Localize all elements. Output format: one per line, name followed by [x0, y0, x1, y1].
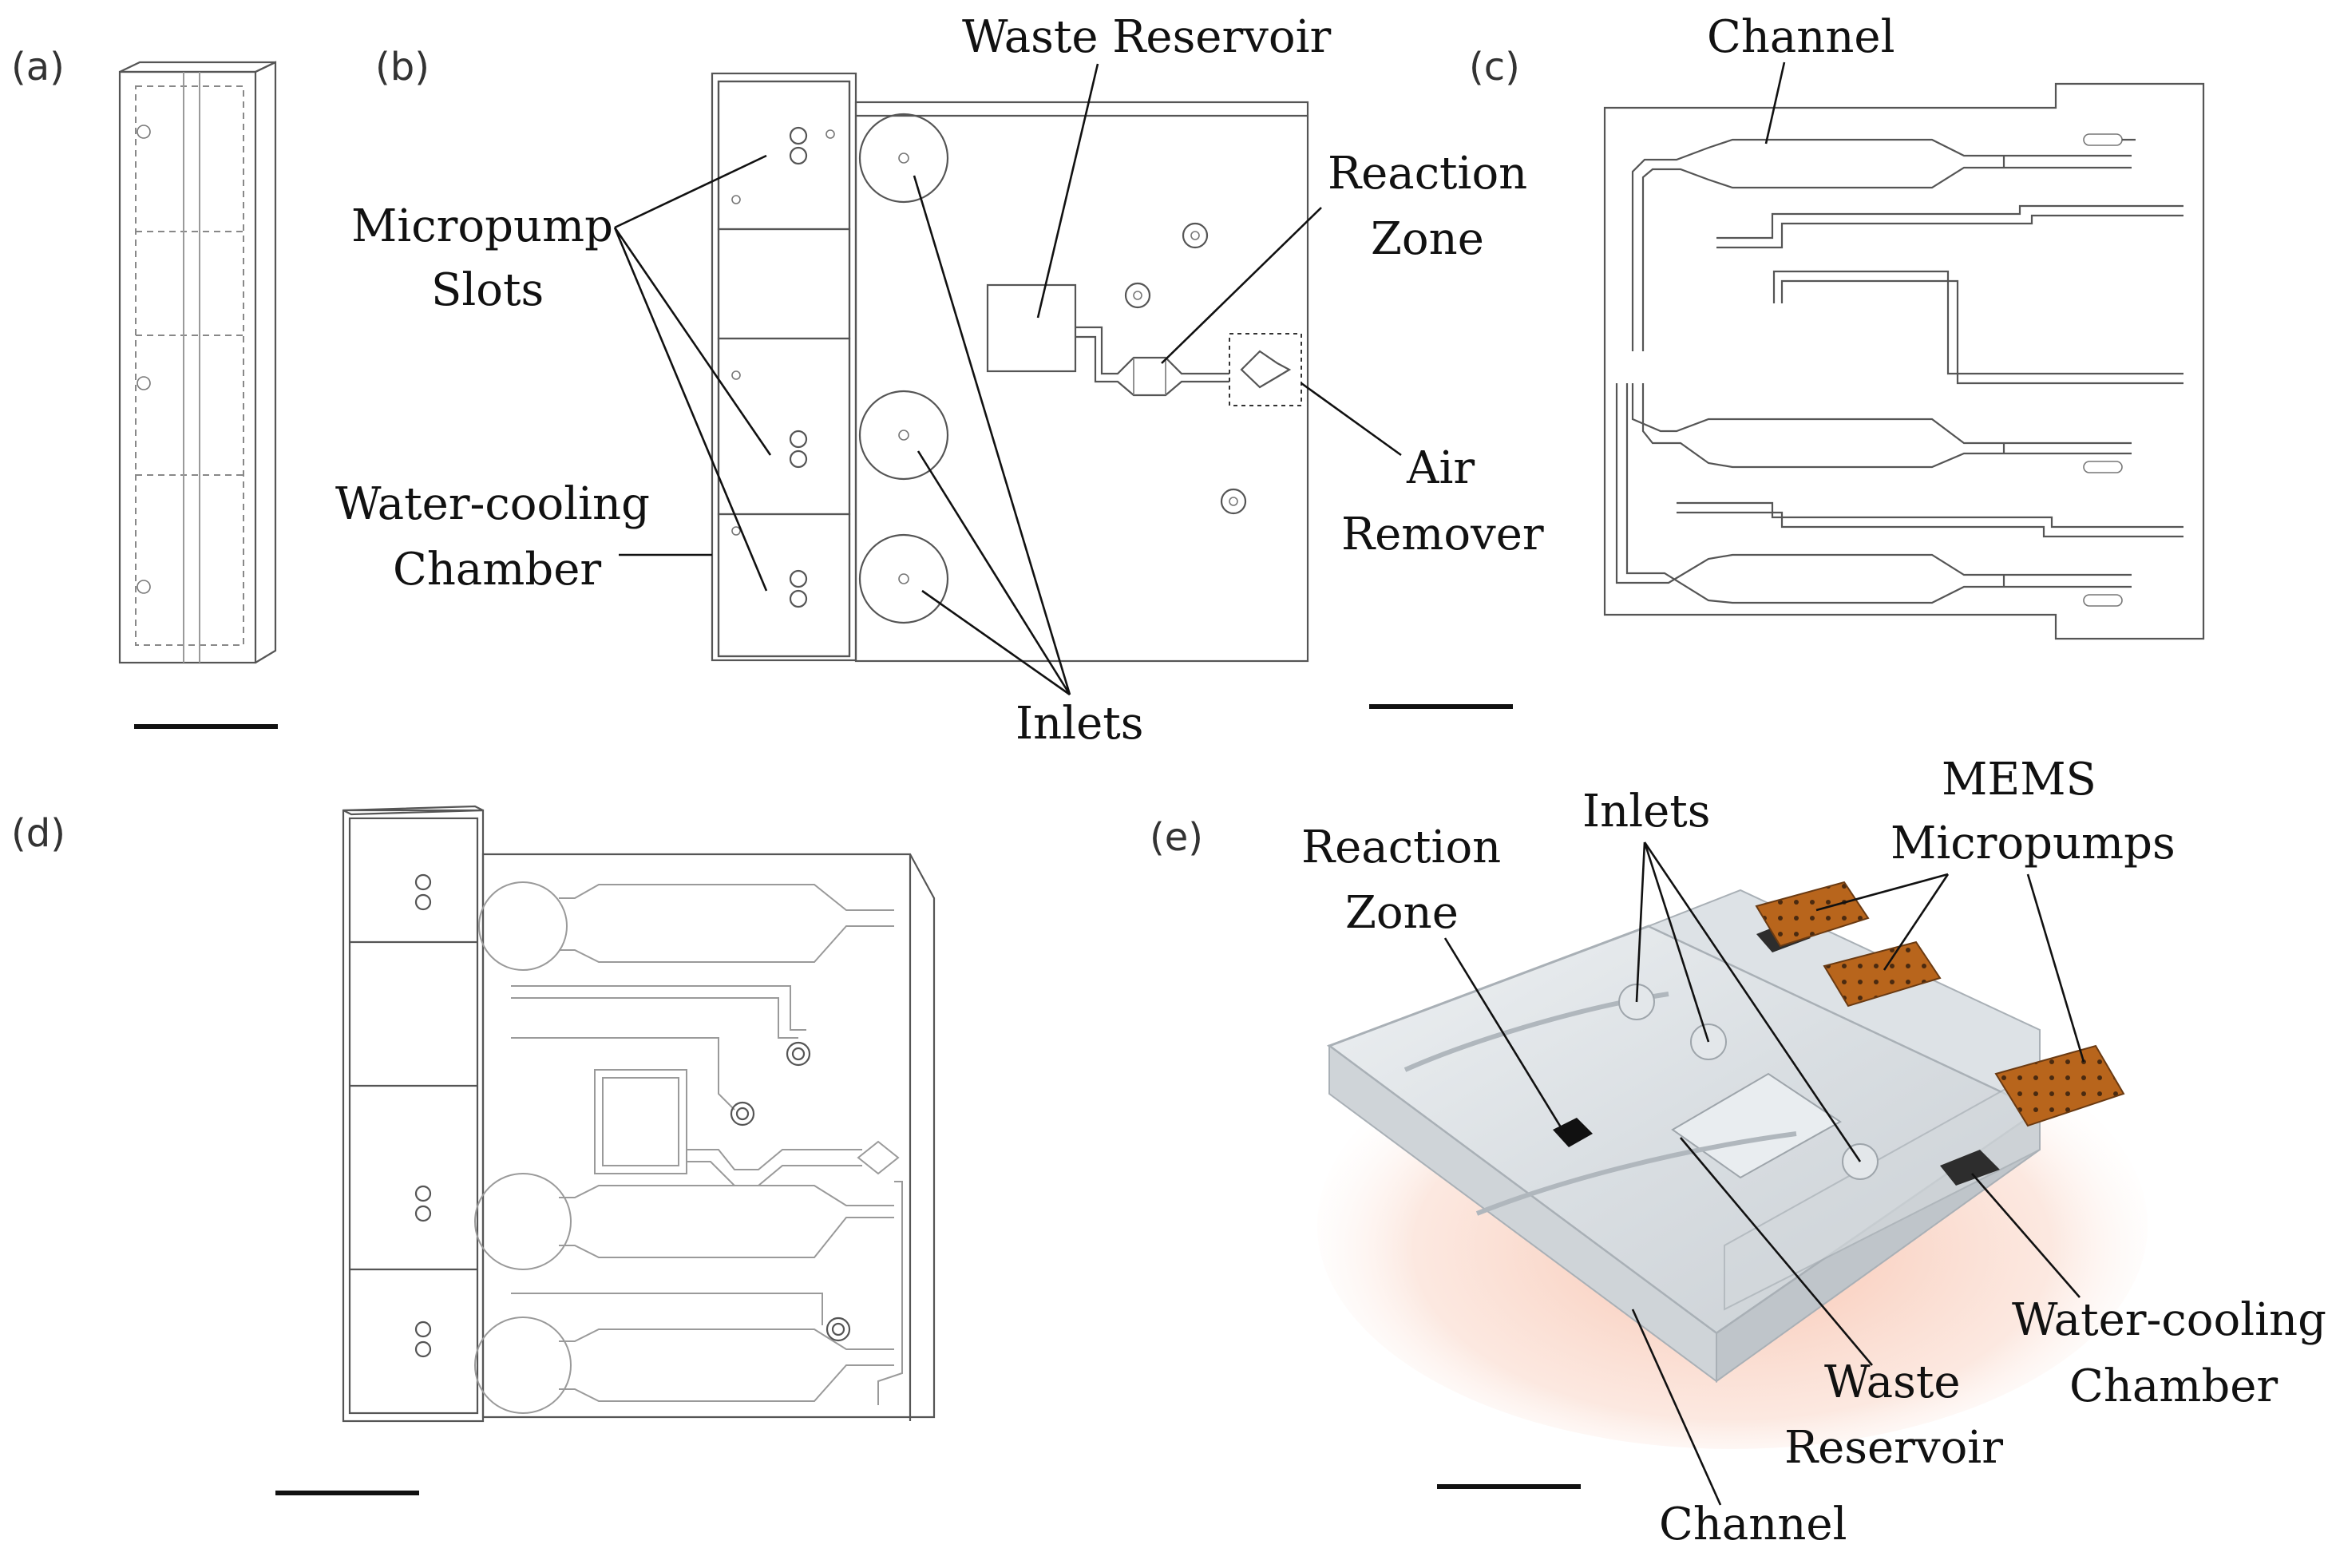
pointer-e-pump-3 [2026, 873, 2085, 1063]
panel-a: (a) [11, 45, 278, 729]
panel-a-chamber-drawing [118, 61, 277, 664]
pointer-e-inlet-3 [1643, 841, 1862, 1162]
label-e-water-1: Water-cooling [2012, 1294, 2326, 1346]
micropump-2 [1823, 940, 1942, 1008]
pointer-b-inlet-2 [917, 450, 1071, 695]
label-e-waste-2: Reservoir [1784, 1422, 2003, 1474]
label-e-reaction-1: Reaction [1301, 822, 1501, 873]
pointer-e-pump-1 [1815, 873, 1949, 912]
label-e-channel: Channel [1659, 1499, 1847, 1550]
inlet-3-circle [858, 533, 949, 624]
pointer-c-channel [1764, 61, 1786, 145]
pointer-e-inlet-1 [1635, 841, 1646, 1003]
panel-b: (b) [335, 11, 1544, 750]
pointer-b-pump-2 [613, 227, 772, 456]
pointer-b-air [1301, 382, 1402, 457]
label-e-water-2: Chamber [2069, 1360, 2278, 1412]
panel-e: (e) Reaction Zone Inlets MEMS Micropum [1150, 754, 2326, 1550]
label-b-water-1: Water-cooling [335, 478, 650, 530]
pointer-e-channel [1631, 1309, 1722, 1506]
pointer-b-inlet-1 [913, 175, 1071, 695]
channel-layer-outline [1603, 82, 2205, 640]
label-e-mems-1: MEMS [1942, 754, 2096, 806]
label-e-waste-1: Waste [1824, 1356, 1960, 1408]
pointer-b-pump-3 [613, 227, 768, 592]
label-b-reaction-1: Reaction [1328, 148, 1527, 200]
channel-network [1615, 133, 2183, 607]
micropump-slot-strip [711, 72, 857, 662]
label-e-inlets: Inlets [1582, 786, 1710, 837]
label-b-waste-reservoir: Waste Reservoir [962, 11, 1331, 63]
panel-e-label: (e) [1150, 815, 1203, 860]
air-remover-box [1229, 333, 1302, 406]
panel-b-label: (b) [375, 45, 430, 89]
panel-d-label: (d) [11, 811, 65, 856]
pointer-e-inlet-2 [1643, 841, 1710, 1043]
label-b-air-1: Air [1406, 442, 1475, 494]
panel-a-label: (a) [11, 45, 65, 89]
inlet-2-circle [858, 390, 949, 481]
panel-c-label: (c) [1469, 45, 1520, 89]
panel-d-assembly-drawing [342, 805, 936, 1423]
pointer-b-inlet-3 [921, 589, 1071, 696]
chip-outline [854, 101, 1309, 663]
label-b-inlets: Inlets [1016, 698, 1143, 750]
pointer-e-water [1971, 1173, 2081, 1298]
pointer-e-reaction [1443, 937, 1566, 1134]
pointer-b-reaction [1161, 207, 1322, 364]
label-b-water-2: Chamber [393, 544, 601, 596]
micropump-3 [1994, 1044, 2125, 1127]
panel-d: (d) [11, 805, 936, 1495]
label-e-mems-2: Micropumps [1891, 818, 2176, 869]
chip-photo [1317, 881, 2148, 1449]
label-b-reaction-2: Zone [1371, 213, 1484, 265]
micropump-1 [1755, 881, 1870, 948]
label-b-micropump-1: Micropump [351, 200, 613, 252]
pointer-e-waste [1680, 1137, 1873, 1366]
pointer-e-pump-2 [1883, 873, 1950, 971]
label-c-channel: Channel [1707, 11, 1894, 63]
pointer-b-pump-1 [614, 154, 767, 229]
pointer-b-waste [1036, 63, 1099, 319]
label-b-air-2: Remover [1341, 509, 1544, 560]
inlet-1-circle [858, 113, 949, 204]
waste-reservoir-box [986, 283, 1077, 373]
label-e-reaction-2: Zone [1345, 887, 1459, 939]
label-b-micropump-2: Slots [431, 264, 544, 316]
panel-c: (c) Ch [1469, 11, 2205, 640]
